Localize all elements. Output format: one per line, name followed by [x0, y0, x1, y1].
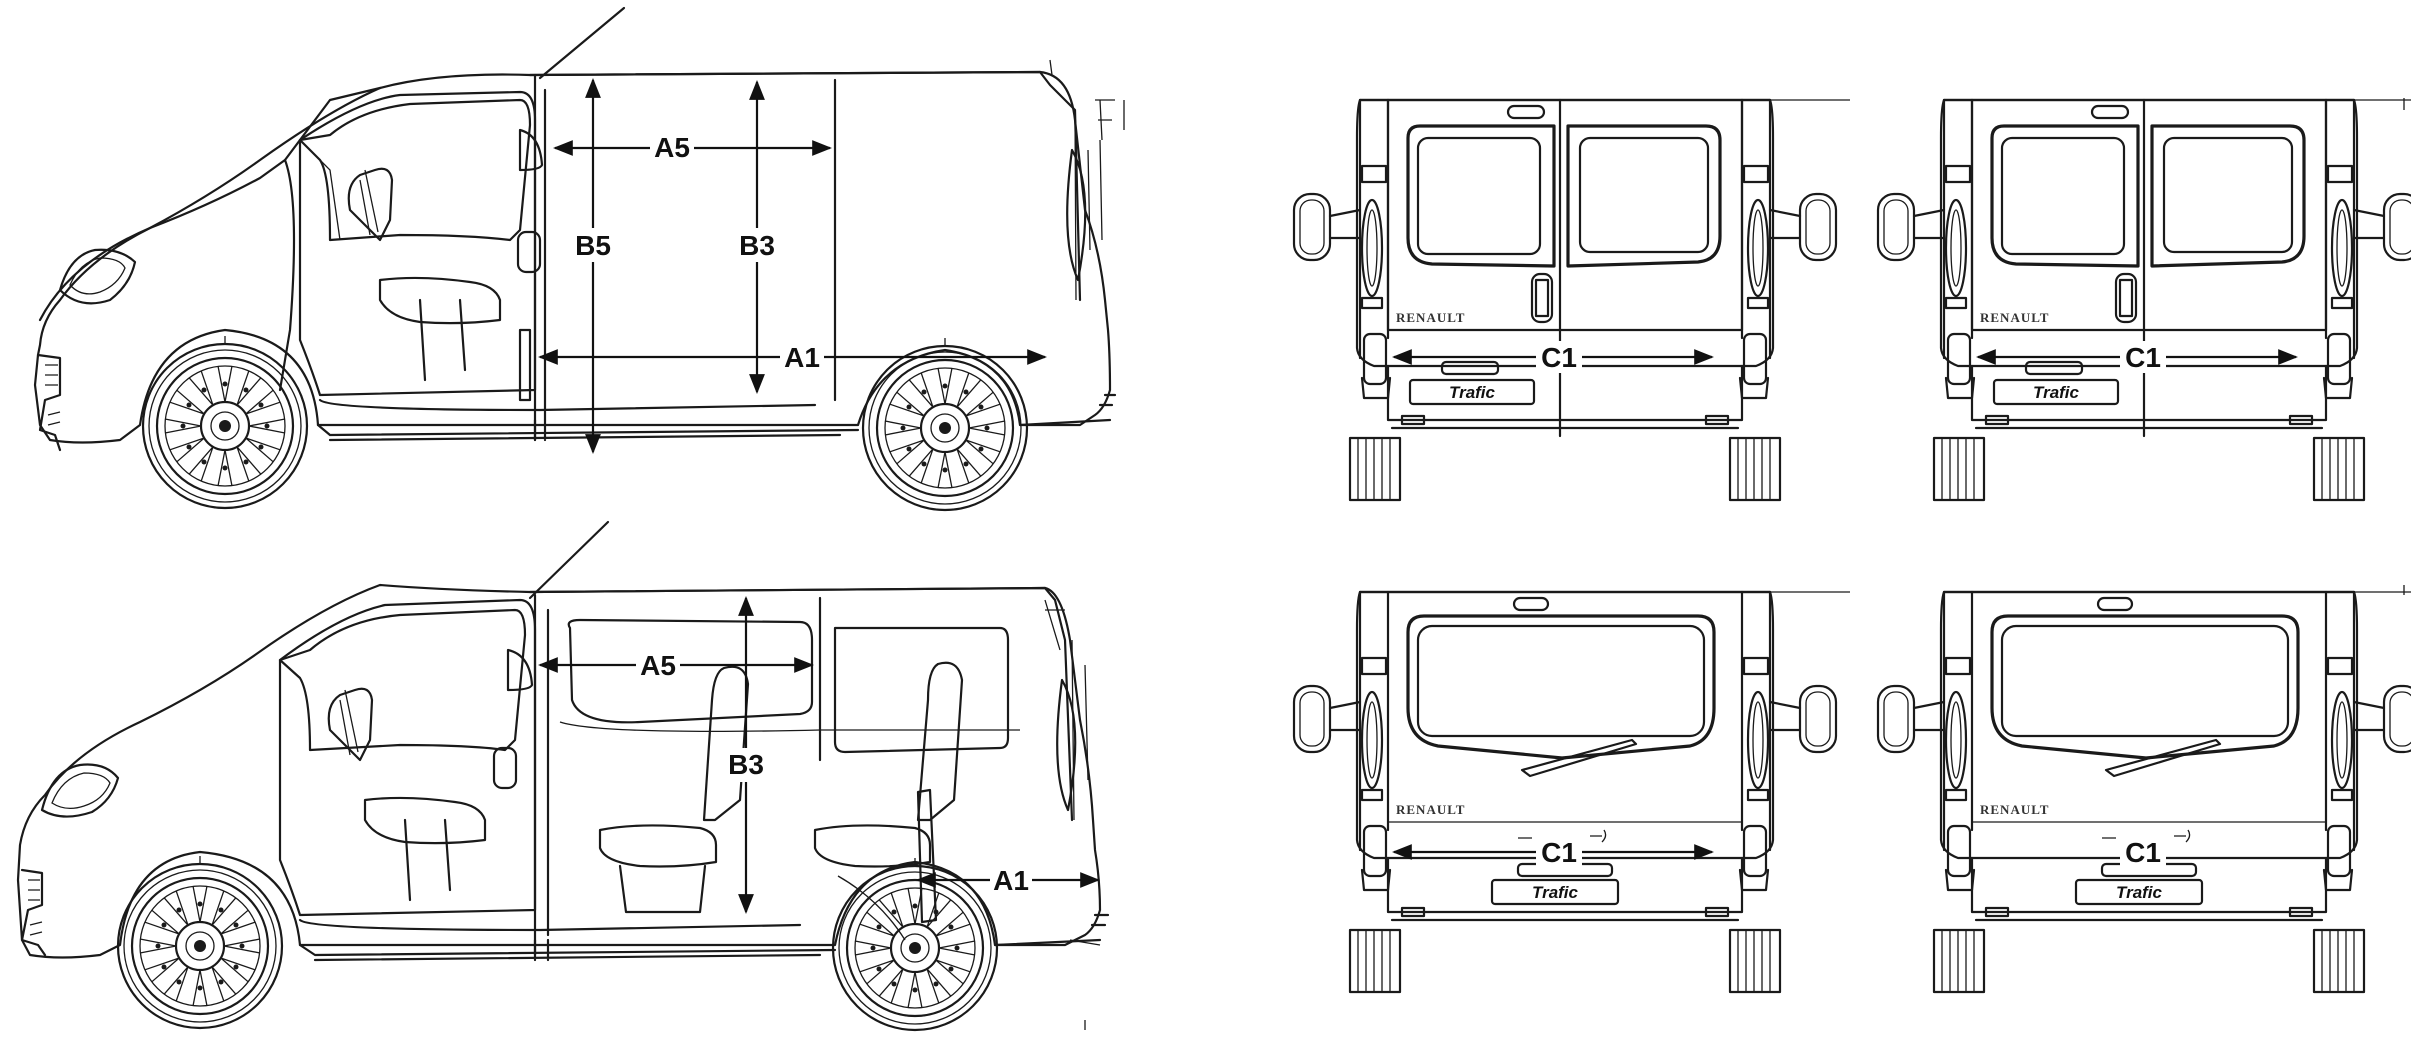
model-badge: Trafic	[2033, 383, 2080, 402]
model-badge: Trafic	[1449, 383, 1496, 402]
rear-view-barn-doors-alt: RENAULT Trafic C1	[1876, 98, 2411, 502]
rear-view-tailgate-alt: RENAULT Trafic C1	[1876, 590, 2411, 994]
dimension-b3: B3	[736, 80, 782, 394]
dimension-a1: A1	[916, 863, 1100, 897]
front-wheel	[141, 342, 309, 510]
dimension-c1: C1	[1392, 836, 1714, 868]
brand-badge: RENAULT	[1980, 802, 2049, 817]
label-a1: A1	[784, 342, 820, 373]
antenna	[528, 520, 610, 600]
label-a1: A1	[993, 865, 1029, 896]
dimension-a5: A5	[538, 648, 814, 682]
rear-wheel	[831, 864, 999, 1032]
dimension-b3: B3	[724, 596, 770, 914]
dimension-c1: C1	[1976, 341, 2298, 373]
dimension-b5: B5	[572, 78, 618, 454]
model-badge: Trafic	[1532, 883, 1579, 902]
dimension-a1: A1	[538, 340, 1047, 374]
label-a5: A5	[654, 132, 690, 163]
model-badge: Trafic	[2116, 883, 2163, 902]
label-c1: C1	[1541, 342, 1577, 373]
rear-wheel	[861, 344, 1029, 512]
label-b3: B3	[739, 230, 775, 261]
dimension-c1: C1	[1392, 341, 1714, 373]
rear-view-barn-doors: RENAULT Trafic C1	[1292, 98, 1852, 502]
brand-badge: RENAULT	[1396, 310, 1465, 325]
label-c1: C1	[1541, 837, 1577, 868]
wiper-blade	[1520, 738, 1638, 778]
antenna	[538, 6, 626, 80]
dimension-a5: A5	[553, 130, 832, 164]
wiper-blade	[2104, 738, 2222, 778]
rear-view-tailgate: RENAULT Trafic C1	[1292, 590, 1852, 994]
label-a5: A5	[640, 650, 676, 681]
side-view-panel-van: A5 B5 B3 A1	[33, 6, 1117, 512]
label-b5: B5	[575, 230, 611, 261]
side-view-passenger: A5 B3 A1	[16, 520, 1110, 1032]
label-c1: C1	[2125, 342, 2161, 373]
dimension-c1: C1	[2120, 836, 2166, 868]
label-c1: C1	[2125, 837, 2161, 868]
brand-badge: RENAULT	[1980, 310, 2049, 325]
front-wheel	[116, 862, 284, 1030]
brand-badge: RENAULT	[1396, 802, 1465, 817]
label-b3: B3	[728, 749, 764, 780]
